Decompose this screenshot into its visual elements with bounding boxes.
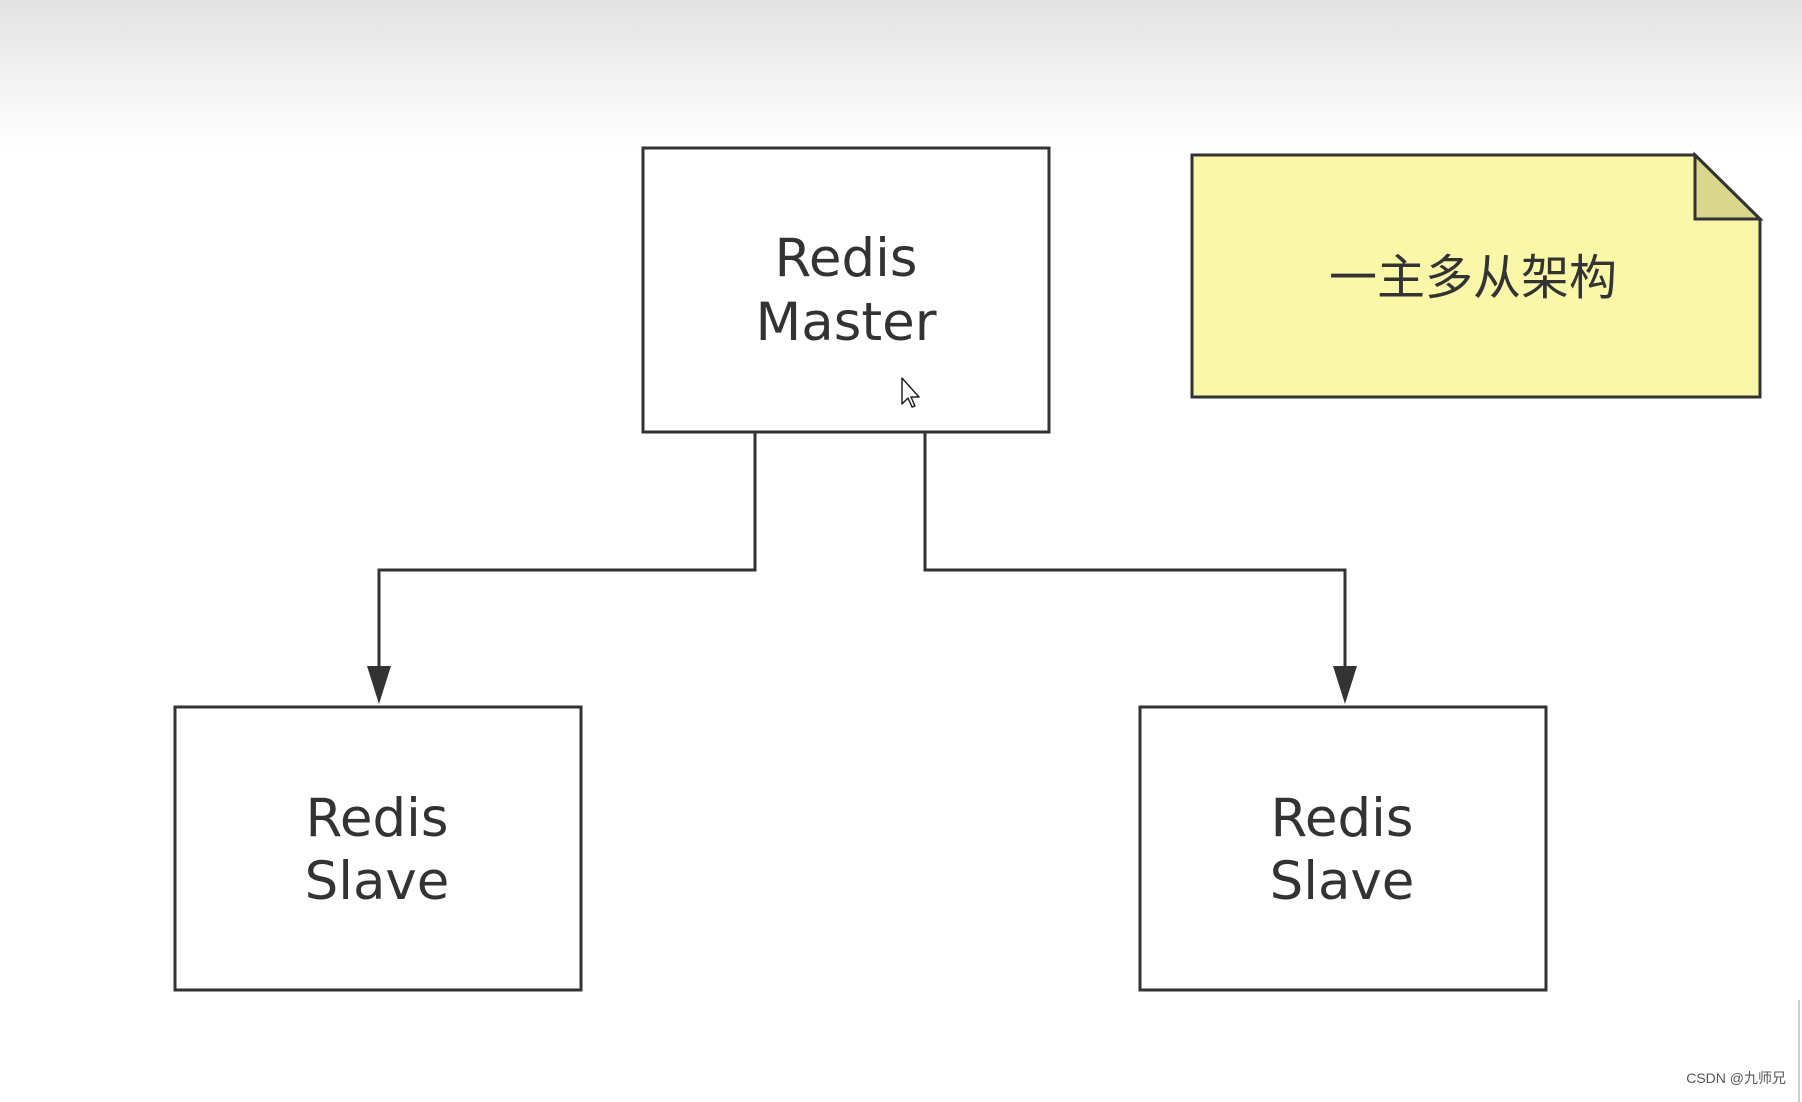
note-fold-corner — [1693, 151, 1764, 221]
slave-left-box — [173, 705, 583, 992]
slave-left-label-line1: Redis — [305, 788, 448, 849]
master-label-line1: Redis — [774, 228, 917, 289]
arrowhead-right — [1333, 666, 1357, 704]
master-node[interactable]: Redis Master — [641, 146, 1051, 434]
note-shape — [1190, 153, 1762, 399]
note-node[interactable]: 一主多从架构 — [1190, 151, 1764, 399]
master-box — [641, 146, 1051, 434]
mouse-cursor-icon — [901, 377, 920, 408]
master-label-line2: Master — [756, 292, 937, 353]
connector-master-to-right-slave — [923, 432, 1347, 666]
arrowhead-left — [367, 666, 391, 704]
slave-right-label-line1: Redis — [1270, 788, 1413, 849]
connector-master-to-left-slave — [377, 432, 757, 666]
slave-left-node[interactable]: Redis Slave — [173, 705, 583, 992]
slave-left-label-line2: Slave — [305, 851, 450, 912]
slave-right-node[interactable]: Redis Slave — [1138, 705, 1548, 992]
slave-right-label-line2: Slave — [1270, 851, 1415, 912]
watermark-text: CSDN @九师兄 — [1686, 1070, 1786, 1086]
slave-right-box — [1138, 705, 1548, 992]
note-label: 一主多从架构 — [1329, 250, 1617, 306]
